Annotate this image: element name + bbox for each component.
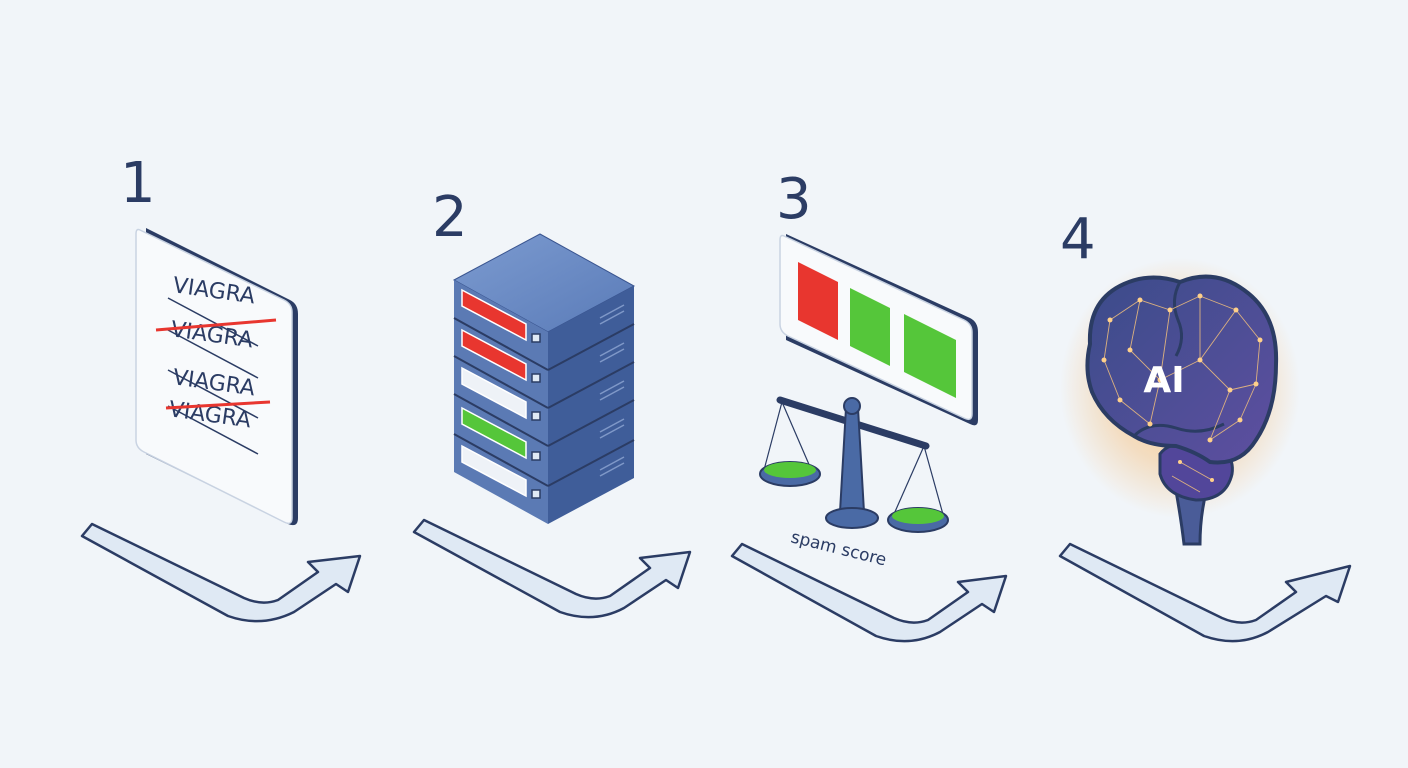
step-1-number: 1 [120, 151, 156, 216]
step-2-number: 2 [432, 185, 468, 250]
scale-icon [759, 396, 949, 533]
arrow-icon [412, 518, 692, 619]
server-bay-green [461, 406, 527, 460]
score-block-green [850, 288, 890, 366]
score-block-green [904, 314, 956, 398]
keyword-list-icon [135, 228, 298, 526]
server-leds [531, 333, 541, 499]
score-block-red [798, 262, 838, 340]
brain-icon [1060, 258, 1300, 546]
server-bay-red [461, 328, 527, 382]
ai-label: AI [1143, 360, 1184, 401]
arrow-icon [730, 542, 1008, 643]
spam-score-caption: spam score [789, 527, 889, 570]
server-bay-red [461, 288, 527, 342]
server-bay-empty [461, 366, 527, 420]
strike-line [155, 318, 277, 332]
strike-line [165, 400, 271, 410]
step-3-number: 3 [776, 167, 812, 232]
arrow-icon [80, 522, 362, 623]
server-bay-empty [461, 444, 527, 498]
step-4-number: 4 [1060, 207, 1096, 272]
arrow-icon [1058, 542, 1352, 643]
